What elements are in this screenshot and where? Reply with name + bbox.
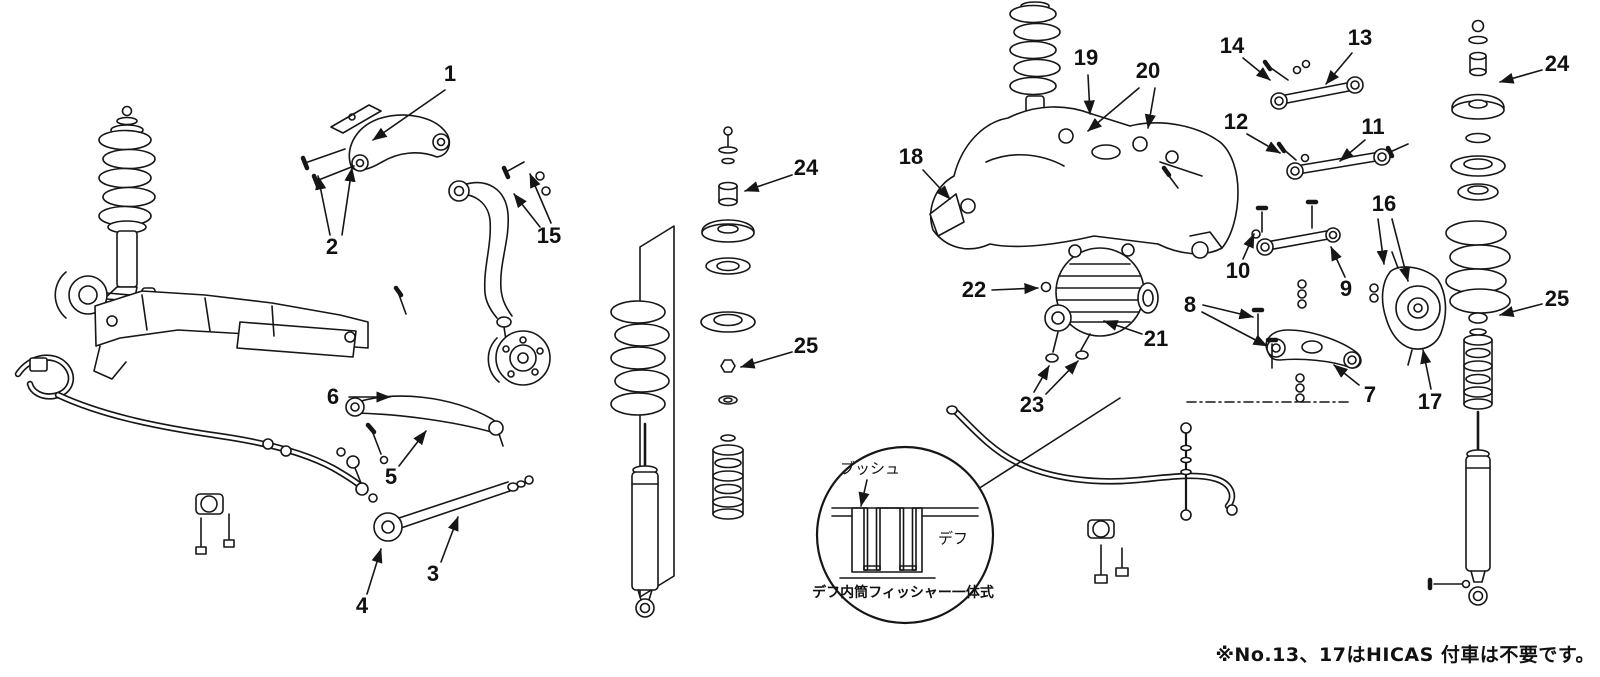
differential (1040, 243, 1159, 363)
front-tension-rod (373, 475, 534, 542)
inset-detail (815, 445, 995, 625)
front-strut-assembly (98, 105, 156, 319)
inset-bush-label: ブッシュ (839, 459, 901, 478)
inset-caption: デフ内筒フィッシャー一体式 (812, 585, 994, 601)
front-subframe (93, 290, 369, 380)
rear-stabilizer-bar (946, 405, 1238, 584)
front-arm-bolts (300, 104, 382, 189)
strut-mount-stack (700, 126, 756, 520)
front-knuckle-hub (487, 330, 551, 386)
rear-upper-link (1262, 59, 1364, 110)
rear-mid-link (1276, 141, 1409, 180)
rear-lower-arm (1251, 307, 1362, 403)
rear-coil-spring (1445, 220, 1511, 410)
front-third-link (393, 161, 551, 341)
front-upper-arm (348, 114, 451, 172)
rear-mount-stack (1450, 19, 1506, 201)
rear-knuckle-hub (1381, 251, 1447, 366)
rear-lower-link (1251, 199, 1379, 309)
callout-arrows (315, 52, 1543, 595)
hicas-footnote: ※No.13、17はHICAS 付車は不要です。 (1215, 644, 1595, 666)
rear-shock-absorber (1427, 410, 1491, 606)
front-stabilizer-bar (14, 354, 378, 555)
front-lower-arm (345, 395, 504, 465)
coil-spring-mid (610, 300, 670, 416)
inset-diff-label: デフ (937, 529, 969, 548)
inset-leader-line (977, 397, 1121, 490)
rear-subframe (929, 106, 1239, 259)
shock-absorber-mid (631, 422, 659, 618)
